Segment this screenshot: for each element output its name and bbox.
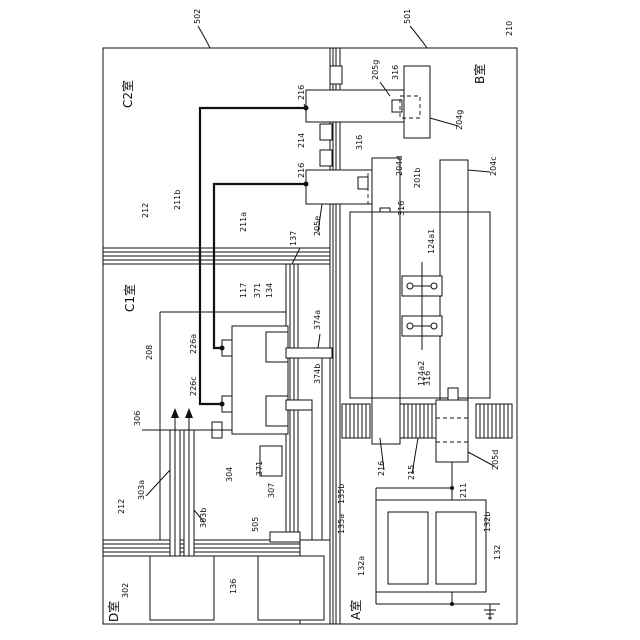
leader-502 bbox=[198, 26, 210, 48]
label-135a: 135a bbox=[337, 514, 346, 534]
rod-374a bbox=[286, 348, 332, 358]
label-502: 502 bbox=[193, 9, 202, 24]
label-304: 304 bbox=[225, 467, 234, 482]
label-216-b: 216 bbox=[297, 163, 306, 178]
block-371-lower bbox=[266, 396, 288, 426]
label-211b: 211b bbox=[173, 190, 182, 210]
label-205d: 205d bbox=[491, 450, 500, 470]
plate-505 bbox=[270, 532, 300, 542]
component-205d bbox=[436, 400, 468, 462]
label-201b: 201b bbox=[413, 168, 422, 188]
block-214 bbox=[320, 124, 332, 140]
label-124a1: 124a1 bbox=[427, 229, 436, 254]
label-501: 501 bbox=[403, 9, 412, 24]
label-211: 211 bbox=[459, 483, 468, 498]
label-215: 215 bbox=[407, 465, 416, 480]
label-374a: 374a bbox=[313, 310, 322, 330]
label-135b: 135b bbox=[337, 484, 346, 504]
label-212-a: 212 bbox=[141, 203, 150, 218]
label-374b: 374b bbox=[313, 364, 322, 384]
label-216-a: 216 bbox=[297, 85, 306, 100]
room-d: D室 bbox=[106, 601, 121, 622]
label-211a: 211a bbox=[239, 212, 248, 232]
label-132b: 132b bbox=[483, 512, 492, 532]
block-371-upper bbox=[266, 332, 288, 362]
label-226a: 226a bbox=[189, 334, 198, 354]
block-216-mid bbox=[320, 150, 332, 166]
leader-501 bbox=[410, 26, 427, 48]
label-505: 505 bbox=[251, 517, 260, 532]
label-132a: 132a bbox=[357, 556, 366, 576]
rail-204c-inner bbox=[440, 212, 468, 398]
label-316-c: 316 bbox=[397, 201, 406, 216]
power-supply-132b bbox=[436, 512, 476, 584]
component-204g bbox=[404, 66, 430, 138]
label-132: 132 bbox=[493, 545, 502, 560]
label-210: 210 bbox=[505, 21, 514, 36]
room-c2: C2室 bbox=[120, 80, 135, 108]
label-204g: 204g bbox=[455, 110, 464, 130]
label-205g: 205g bbox=[371, 60, 380, 80]
label-303a: 303a bbox=[137, 480, 146, 500]
label-371-a: 371 bbox=[253, 283, 262, 298]
sensor-316-a bbox=[392, 100, 402, 112]
label-204d: 204d bbox=[395, 156, 404, 176]
band-216-center bbox=[400, 404, 436, 438]
room-c1: C1室 bbox=[122, 284, 137, 312]
label-316-d: 316 bbox=[423, 371, 432, 386]
label-302: 302 bbox=[121, 583, 130, 598]
label-117: 117 bbox=[239, 283, 248, 298]
label-214: 214 bbox=[297, 133, 306, 148]
label-371-b: 371 bbox=[255, 461, 264, 476]
label-316-b: 316 bbox=[355, 135, 364, 150]
label-136: 136 bbox=[229, 579, 238, 594]
rail-201b-inner bbox=[372, 212, 400, 398]
label-205e: 205e bbox=[313, 216, 322, 236]
label-134: 134 bbox=[265, 283, 274, 298]
component-136 bbox=[258, 556, 324, 620]
label-216-c: 216 bbox=[377, 461, 386, 476]
power-supply-132a bbox=[388, 512, 428, 584]
rod-374b bbox=[286, 400, 312, 410]
sensor-316-b bbox=[358, 177, 368, 189]
label-316-a: 316 bbox=[391, 65, 400, 80]
room-b: B室 bbox=[472, 64, 487, 84]
label-212-b: 212 bbox=[117, 499, 126, 514]
label-208: 208 bbox=[145, 345, 154, 360]
room-a: A室 bbox=[348, 600, 363, 620]
component-302 bbox=[150, 556, 214, 620]
band-216-right bbox=[476, 404, 512, 438]
label-137: 137 bbox=[289, 231, 298, 246]
label-306: 306 bbox=[133, 411, 142, 426]
sensor-316-d bbox=[448, 388, 458, 400]
label-307: 307 bbox=[267, 483, 276, 498]
label-204c: 204c bbox=[489, 156, 498, 176]
label-226c: 226c bbox=[189, 376, 198, 396]
block-216-top bbox=[330, 66, 342, 84]
